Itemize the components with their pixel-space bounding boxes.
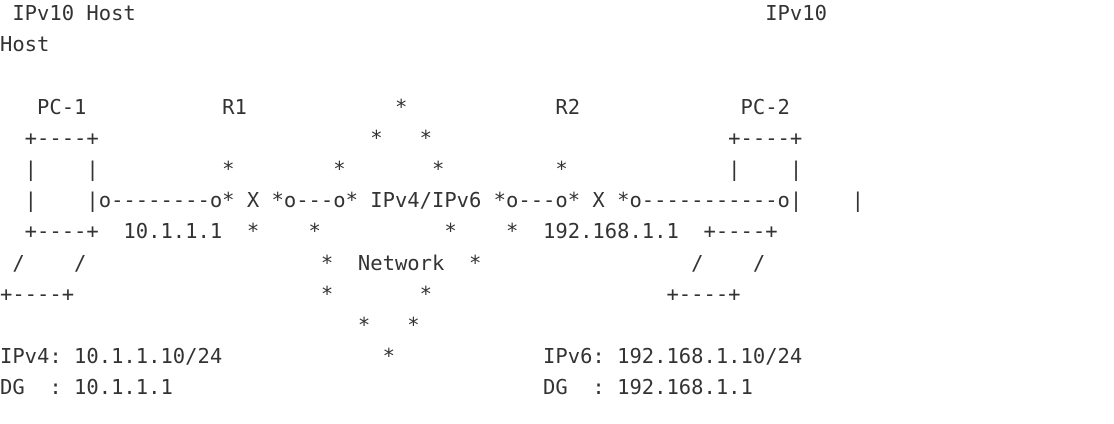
- diagram-line-host-labels: IPv10 Host IPv10: [0, 1, 827, 25]
- diagram-line-gateway-addresses: +----+ 10.1.1.1 * * * * 192.168.1.1 +---…: [0, 219, 778, 244]
- diagram-line-box-tops: +----+ * * +----+: [0, 125, 803, 150]
- diagram-line-links: | |o--------o* X *o---o* IPv4/IPv6 *o---…: [0, 188, 864, 213]
- diagram-line-default-gateway: DG : 10.1.1.1 DG : 192.168.1.1: [0, 375, 753, 400]
- diagram-line-box-sides: | | * * * * | |: [0, 156, 803, 181]
- diagram-line-node-labels: PC-1 R1 * R2 PC-2: [0, 94, 790, 119]
- diagram-line-network-label: / / * Network * / /: [0, 250, 766, 275]
- diagram-line-box-bottoms: +----+ * * +----+: [0, 281, 741, 306]
- diagram-line-host-wrap: Host: [0, 32, 50, 57]
- diagram-line-blank: [0, 60, 1114, 91]
- diagram-line-cloud-bottom: * *: [0, 312, 420, 337]
- diagram-line-host-ip: IPv4: 10.1.1.10/24 * IPv6: 192.168.1.10/…: [0, 344, 803, 369]
